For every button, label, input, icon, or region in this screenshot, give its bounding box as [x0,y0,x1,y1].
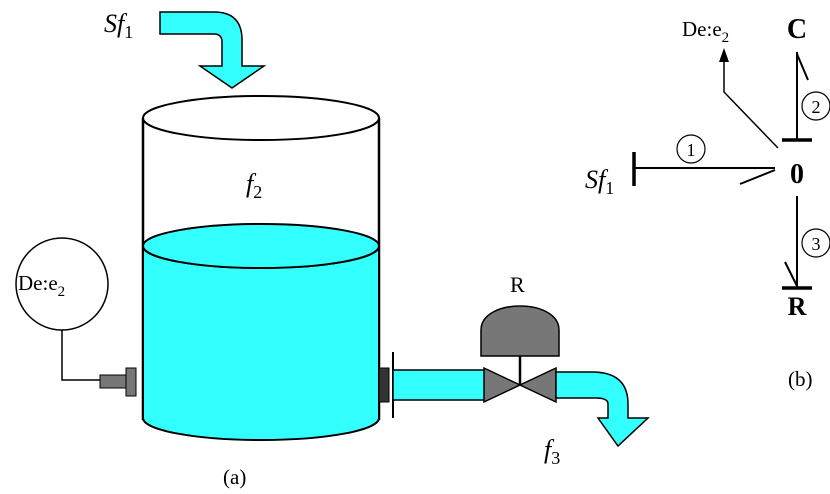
tank-flow-label: f2 [246,169,262,202]
bond-2-number-circle [801,91,830,121]
bond-3-number: 3 [812,234,821,254]
inflow-arrow [159,11,267,89]
bond-3-half-arrow [784,261,798,287]
outflow-arrow [555,371,650,448]
detector-arrowhead [719,48,729,62]
detector-label: De:e2 [682,17,729,46]
sensor-flange [125,367,137,397]
capacitor-label: C [787,14,807,45]
outlet-flange [378,367,390,403]
inflow-label: Sf1 [104,9,133,42]
zero-junction-label: 0 [790,159,804,190]
outlet-pipe [392,369,486,401]
sensor-wire [61,330,101,381]
bond-2-half-arrow [796,53,809,81]
bond-1-number-circle [676,134,706,164]
tank-system-figure: Sf1 f2 f3 De:e2 R (a) [15,9,650,489]
valve-label: R [510,272,525,297]
valve-right-cone [518,366,557,404]
tank-top-rim [142,95,380,141]
bond-1-half-arrow [739,169,776,185]
resistor-label: R [788,292,807,321]
water-surface [142,223,380,269]
detector-signal-line [723,60,779,149]
sensor-connector [99,374,128,389]
tank-water [142,245,380,441]
bond-graph-figure: 1 2 3 Sf1 De:e2 0 C R (b) [585,14,830,391]
caption-b: (b) [788,367,813,391]
valve-actuator [480,305,560,357]
bond-3-number-circle [801,228,830,258]
source-label: Sf1 [585,165,614,198]
sensor-label: De:e2 [18,271,65,300]
valve-left-cone [483,366,522,404]
bond-2-number: 2 [812,97,821,117]
outflow-label: f3 [544,435,560,468]
bond-1-number: 1 [687,140,696,160]
caption-a: (a) [223,465,246,489]
